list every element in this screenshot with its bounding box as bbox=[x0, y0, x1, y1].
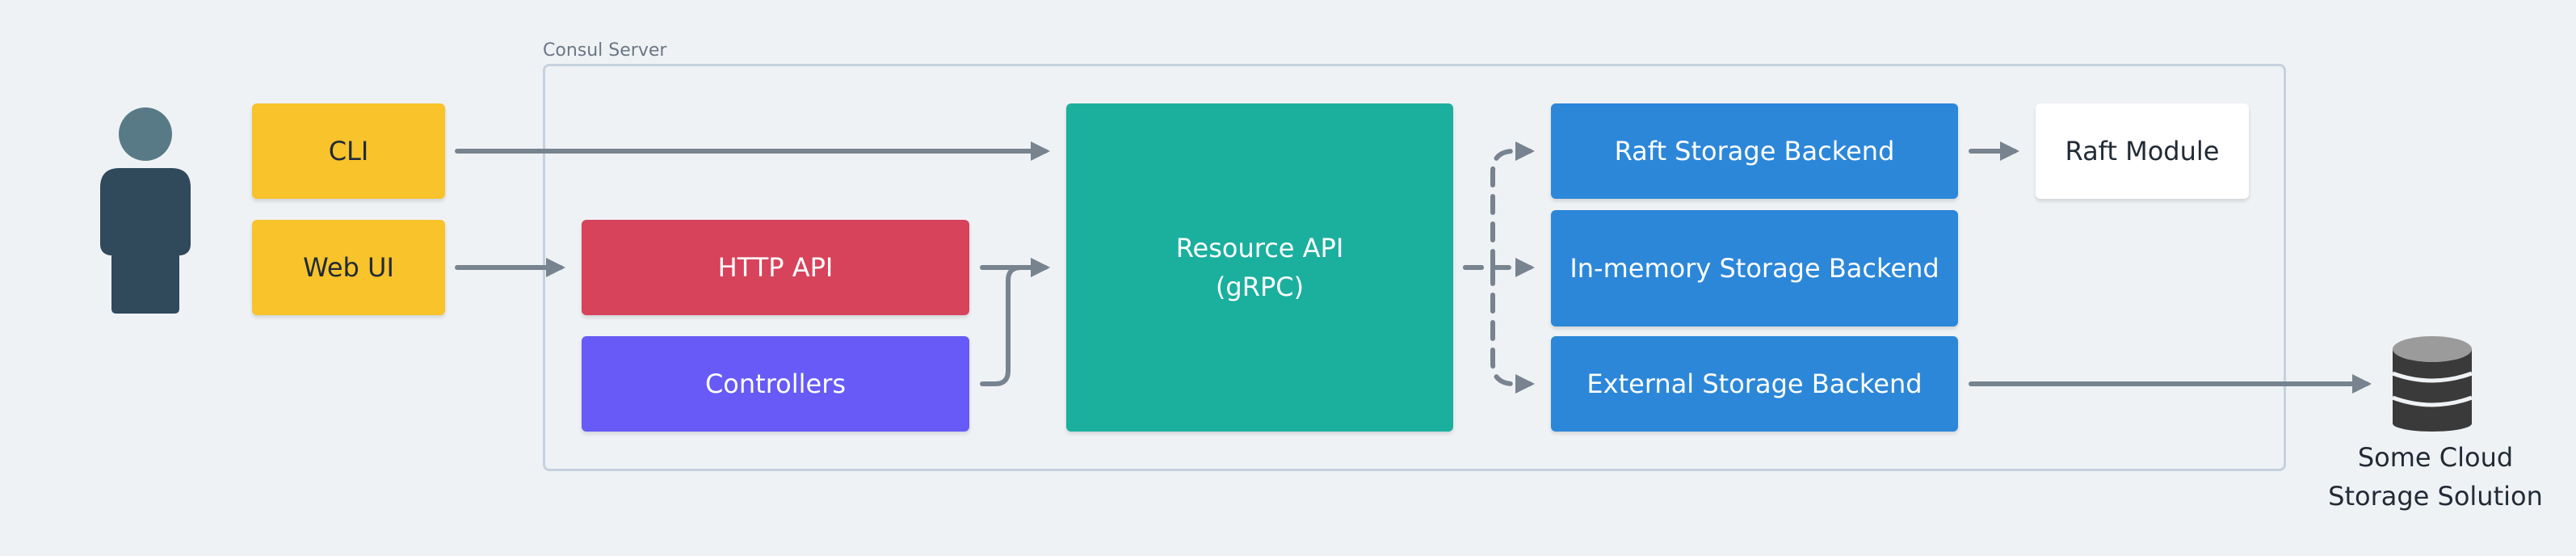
dashed-arrow-to-raft-backend bbox=[1463, 141, 1535, 270]
http-api-label: HTTP API bbox=[717, 252, 834, 283]
web-ui-node: Web UI bbox=[252, 220, 445, 315]
external-storage-backend-node: External Storage Backend bbox=[1551, 336, 1958, 432]
inmemory-storage-backend-label: In-memory Storage Backend bbox=[1570, 253, 1939, 284]
cli-label: CLI bbox=[328, 136, 369, 166]
controllers-node: Controllers bbox=[582, 336, 969, 432]
resource-api-node: Resource API (gRPC) bbox=[1066, 103, 1453, 432]
resource-api-sublabel: (gRPC) bbox=[1215, 272, 1305, 302]
external-storage-backend-label: External Storage Backend bbox=[1586, 369, 1923, 399]
database-icon bbox=[2392, 336, 2473, 432]
controllers-label: Controllers bbox=[704, 369, 847, 399]
cloud-storage-label: Some Cloud Storage Solution bbox=[2302, 438, 2569, 516]
dashed-arrow-to-external-backend bbox=[1490, 265, 1535, 394]
raft-module-node: Raft Module bbox=[2036, 103, 2249, 199]
inmemory-storage-backend-node: In-memory Storage Backend bbox=[1551, 210, 1958, 326]
cloud-storage-label-line2: Storage Solution bbox=[2328, 481, 2543, 512]
consul-server-label: Consul Server bbox=[543, 40, 667, 61]
person-icon bbox=[100, 107, 191, 314]
resource-api-label: Resource API bbox=[1175, 233, 1344, 263]
raft-storage-backend-node: Raft Storage Backend bbox=[1551, 103, 1958, 199]
http-api-node: HTTP API bbox=[582, 220, 969, 315]
arrow-controllers-to-resource-api bbox=[980, 258, 1050, 386]
raft-module-label: Raft Module bbox=[2065, 136, 2220, 166]
cli-node: CLI bbox=[252, 103, 445, 199]
raft-storage-backend-label: Raft Storage Backend bbox=[1614, 136, 1895, 166]
cloud-storage-label-line1: Some Cloud bbox=[2357, 442, 2514, 473]
web-ui-label: Web UI bbox=[303, 252, 394, 283]
